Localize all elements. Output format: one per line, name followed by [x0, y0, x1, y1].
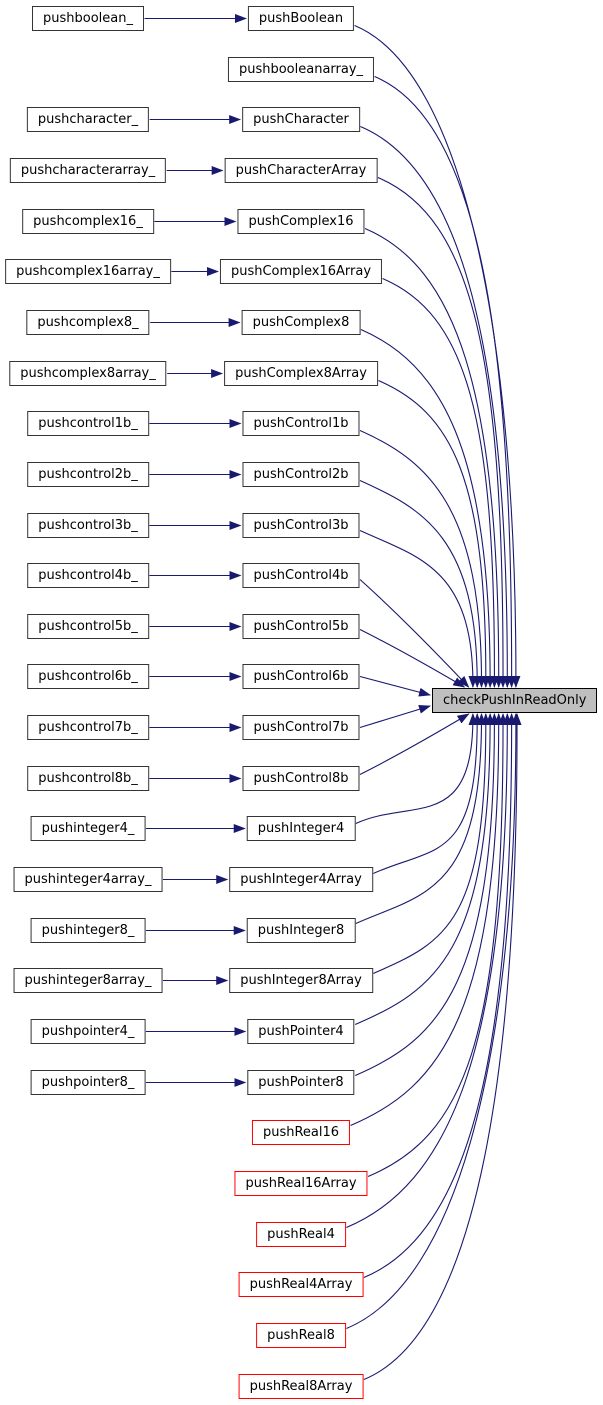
node-pushcomplex8array_[interactable]: pushcomplex8array_: [9, 361, 167, 386]
node-pushControl6b[interactable]: pushControl6b: [242, 664, 360, 689]
node-pushControl1b[interactable]: pushControl1b: [242, 411, 360, 436]
edge-pushComplex8Array-to-checkPushInReadOnly: [378, 379, 491, 688]
node-pushReal8[interactable]: pushReal8: [256, 1323, 346, 1348]
node-pushcharacterarray_[interactable]: pushcharacterarray_: [9, 158, 167, 183]
node-pushbooleanarray_[interactable]: pushbooleanarray_: [227, 57, 375, 82]
node-pushPointer8[interactable]: pushPointer8: [247, 1070, 355, 1095]
node-pushReal4Array[interactable]: pushReal4Array: [238, 1272, 364, 1297]
node-pushReal8Array[interactable]: pushReal8Array: [238, 1374, 364, 1399]
edge-pushReal4-to-checkPushInReadOnly: [346, 713, 512, 1229]
node-pushControl2b[interactable]: pushControl2b: [242, 462, 360, 487]
node-pushReal16Array[interactable]: pushReal16Array: [234, 1171, 368, 1196]
edge-pushControl4b-to-checkPushInReadOnly: [359, 579, 470, 688]
edge-pushComplex8-to-checkPushInReadOnly: [360, 328, 495, 688]
node-pushcomplex8_[interactable]: pushcomplex8_: [26, 310, 150, 335]
edge-pushReal8-to-checkPushInReadOnly: [346, 713, 521, 1330]
node-pushComplex8[interactable]: pushComplex8: [241, 310, 361, 335]
node-pushboolean_[interactable]: pushboolean_: [32, 6, 144, 31]
edge-pushControl1b-to-checkPushInReadOnly: [359, 429, 487, 688]
node-pushCharacter[interactable]: pushCharacter: [242, 107, 360, 132]
node-pushcontrol1b_[interactable]: pushcontrol1b_: [27, 411, 149, 436]
node-pushcontrol5b_[interactable]: pushcontrol5b_: [27, 614, 149, 639]
node-pushcontrol3b_[interactable]: pushcontrol3b_: [27, 513, 149, 538]
node-pushpointer4_[interactable]: pushpointer4_: [30, 1019, 146, 1044]
node-pushcontrol8b_[interactable]: pushcontrol8b_: [27, 766, 149, 791]
edge-pushInteger4-to-checkPushInReadOnly: [355, 713, 478, 824]
node-pushpointer8_[interactable]: pushpointer8_: [30, 1070, 146, 1095]
node-pushControl4b[interactable]: pushControl4b: [242, 563, 360, 588]
edge-pushComplex16-to-checkPushInReadOnly: [364, 227, 504, 688]
edge-pushInteger8Array-to-checkPushInReadOnly: [373, 713, 491, 975]
edge-pushPointer4-to-checkPushInReadOnly: [354, 713, 495, 1026]
node-pushinteger4_[interactable]: pushinteger4_: [30, 816, 146, 841]
node-pushinteger8array_[interactable]: pushinteger8array_: [13, 968, 163, 993]
edge-pushControl6b-to-checkPushInReadOnly: [359, 675, 431, 697]
node-pushInteger4[interactable]: pushInteger4: [246, 816, 356, 841]
edge-pushCharacterArray-to-checkPushInReadOnly: [377, 176, 508, 688]
edge-pushComplex16Array-to-checkPushInReadOnly: [382, 277, 499, 688]
node-pushComplex16[interactable]: pushComplex16: [237, 209, 365, 234]
node-pushinteger8_[interactable]: pushinteger8_: [30, 918, 146, 943]
node-pushInteger8[interactable]: pushInteger8: [246, 918, 356, 943]
edge-pushInteger4Array-to-checkPushInReadOnly: [373, 713, 482, 875]
edge-pushCharacter-to-checkPushInReadOnly: [360, 125, 512, 688]
edge-pushControl3b-to-checkPushInReadOnly: [359, 530, 478, 688]
edge-pushReal16Array-to-checkPushInReadOnly: [367, 713, 508, 1178]
edge-pushReal4Array-to-checkPushInReadOnly: [363, 713, 517, 1279]
node-pushInteger8Array[interactable]: pushInteger8Array: [229, 968, 373, 993]
edge-pushInteger8-to-checkPushInReadOnly: [355, 713, 487, 925]
node-pushcharacter_[interactable]: pushcharacter_: [26, 107, 150, 132]
node-pushComplex16Array[interactable]: pushComplex16Array: [219, 259, 383, 284]
edge-pushControl7b-to-checkPushInReadOnly: [359, 704, 431, 729]
node-pushPointer4[interactable]: pushPointer4: [247, 1019, 355, 1044]
edge-pushPointer8-to-checkPushInReadOnly: [354, 713, 499, 1077]
node-pushControl8b[interactable]: pushControl8b: [242, 766, 360, 791]
node-pushControl3b[interactable]: pushControl3b: [242, 513, 360, 538]
edge-pushControl5b-to-checkPushInReadOnly: [359, 629, 466, 688]
node-pushcomplex16array_[interactable]: pushcomplex16array_: [5, 259, 171, 284]
node-pushControl5b[interactable]: pushControl5b: [242, 614, 360, 639]
node-pushinteger4array_[interactable]: pushinteger4array_: [13, 867, 163, 892]
edge-pushControl2b-to-checkPushInReadOnly: [359, 479, 482, 688]
node-pushBoolean[interactable]: pushBoolean: [247, 6, 355, 31]
node-pushReal4[interactable]: pushReal4: [256, 1222, 346, 1247]
node-pushcontrol2b_[interactable]: pushcontrol2b_: [27, 462, 149, 487]
edge-pushReal8Array-to-checkPushInReadOnly: [363, 713, 522, 1381]
node-pushReal16[interactable]: pushReal16: [251, 1120, 351, 1145]
node-pushcomplex16_[interactable]: pushcomplex16_: [22, 209, 154, 234]
node-checkPushInReadOnly: checkPushInReadOnly: [432, 688, 598, 713]
node-pushcontrol7b_[interactable]: pushcontrol7b_: [27, 715, 149, 740]
edge-pushControl8b-to-checkPushInReadOnly: [359, 713, 470, 775]
node-pushControl7b[interactable]: pushControl7b: [242, 715, 360, 740]
node-pushInteger4Array[interactable]: pushInteger4Array: [229, 867, 373, 892]
node-pushComplex8Array[interactable]: pushComplex8Array: [224, 361, 378, 386]
node-pushcontrol4b_[interactable]: pushcontrol4b_: [27, 563, 149, 588]
node-pushcontrol6b_[interactable]: pushcontrol6b_: [27, 664, 149, 689]
edge-pushBoolean-to-checkPushInReadOnly: [354, 24, 521, 688]
node-pushCharacterArray[interactable]: pushCharacterArray: [224, 158, 378, 183]
edge-pushReal16-to-checkPushInReadOnly: [350, 713, 504, 1127]
edge-pushbooleanarray_-to-checkPushInReadOnly: [374, 75, 517, 688]
